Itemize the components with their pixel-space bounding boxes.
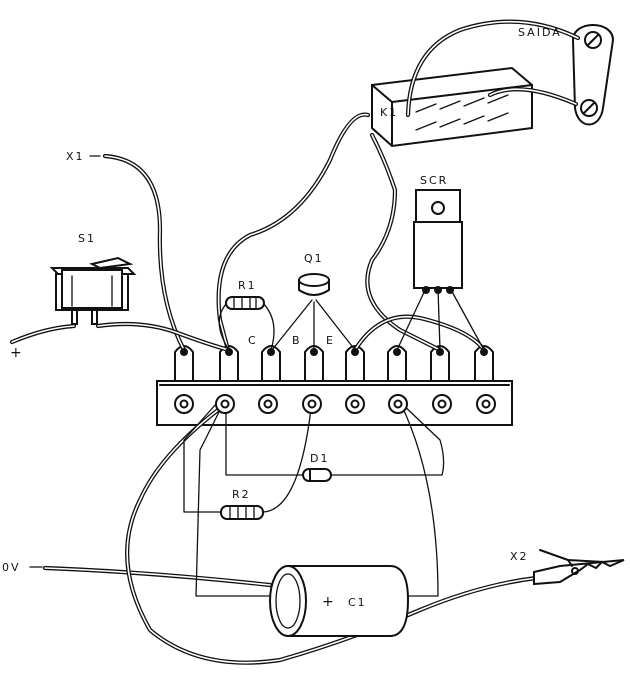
label-scr: SCR	[420, 174, 448, 187]
resistor-r1	[218, 296, 275, 351]
label-c1: C1	[348, 596, 367, 609]
screw-8-icon	[476, 394, 496, 414]
thyristor-icon	[396, 189, 485, 351]
label-collector: C	[248, 334, 258, 347]
label-s1: S1	[78, 232, 96, 245]
capacitor-c1	[269, 565, 410, 637]
screw-6-icon	[388, 394, 408, 414]
label-x1: X1	[66, 150, 85, 163]
alligator-clip-icon	[533, 549, 625, 586]
screw-7-icon	[432, 394, 452, 414]
screw-2-icon	[215, 394, 235, 414]
label-d1: D1	[310, 452, 329, 465]
label-r2: R2	[232, 488, 251, 501]
label-saida: SAÍDA	[518, 26, 562, 39]
label-q1: Q1	[304, 252, 324, 265]
screw-3-icon	[258, 394, 278, 414]
screw-5-icon	[345, 394, 365, 414]
wires	[9, 19, 581, 665]
screw-1-icon	[174, 394, 194, 414]
transistor-q1	[271, 273, 356, 351]
label-k1: K1	[380, 106, 398, 119]
solder-lugs	[174, 345, 494, 382]
resistor-r2	[220, 505, 264, 520]
solder-points	[180, 348, 488, 356]
label-plus-input: +	[10, 345, 22, 361]
label-x2: X2	[510, 550, 529, 563]
thin-wires	[183, 399, 445, 597]
label-c1-plus: +	[322, 594, 334, 610]
screw-4-icon	[302, 394, 322, 414]
label-0v: 0V	[2, 561, 21, 574]
rocker-switch-icon	[49, 256, 137, 325]
diode-d1	[302, 468, 332, 482]
terminal-screws	[174, 394, 496, 414]
label-r1: R1	[238, 279, 257, 292]
label-emitter: E	[326, 334, 335, 347]
output-terminal-icon	[571, 24, 615, 126]
label-base: B	[292, 334, 302, 347]
